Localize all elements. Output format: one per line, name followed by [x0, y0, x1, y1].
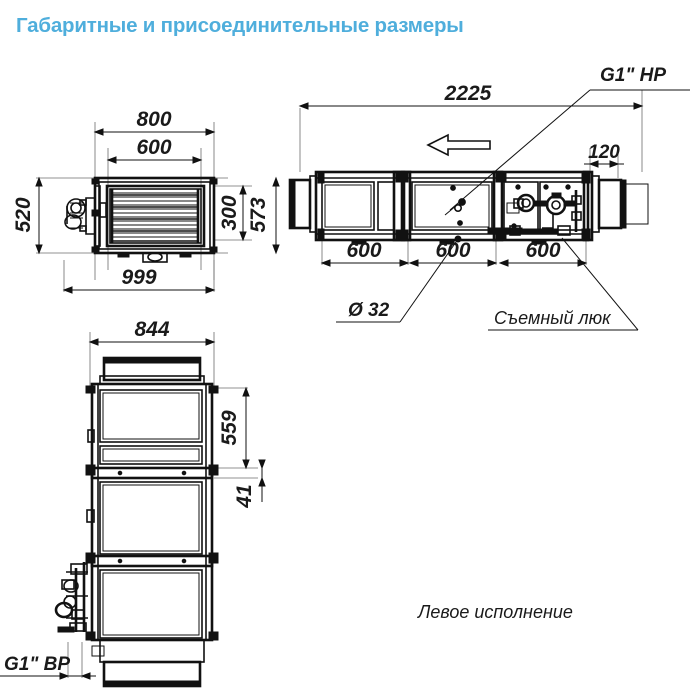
dimension-41-label: 41: [233, 484, 256, 508]
airflow-arrow: [426, 133, 491, 157]
dimension-844-label: 844: [134, 318, 169, 341]
callout-diameter-32-label: Ø 32: [348, 300, 390, 321]
dimension-844: 844: [88, 318, 216, 346]
dimension-520-label: 520: [12, 197, 35, 232]
dimension-300: 300: [218, 184, 247, 242]
callout-removable-hatch-label: Съемный люк: [494, 308, 612, 328]
callout-g1-nr: G1" НР: [444, 65, 690, 216]
dimension-2225-label: 2225: [444, 82, 492, 105]
callout-g1-vr-label: G1" ВР: [4, 654, 70, 675]
dimension-600-top-label: 600: [136, 136, 171, 159]
callout-removable-hatch: Съемный люк: [488, 237, 639, 331]
dimension-559: 559: [218, 386, 250, 470]
note-execution-label: Левое исполнение: [417, 602, 573, 622]
valve-assembly-top: [64, 197, 95, 235]
callout-diameter-32: Ø 32: [336, 235, 462, 323]
unit-body-side-view: [288, 170, 649, 245]
dimension-999: 999: [62, 266, 216, 294]
dimension-999-label: 999: [121, 266, 156, 289]
dimension-600-bottom-1: 600: [320, 239, 410, 267]
dimension-520: 520: [12, 176, 43, 255]
page-title: Габаритные и присоединительные размеры: [16, 14, 464, 37]
dimension-2225: 2225: [298, 82, 644, 110]
fin-block: [105, 184, 206, 248]
dimension-600-top: 600: [106, 136, 203, 164]
dimension-300-label: 300: [218, 195, 241, 230]
dimension-559-label: 559: [218, 410, 241, 445]
unit-body-front-view: [54, 356, 219, 688]
dimension-120: 120: [584, 142, 624, 168]
callout-g1-nr-label: G1" НР: [600, 65, 666, 86]
dimension-600-bottom-1-label: 600: [346, 239, 381, 262]
dimension-600-bottom-3: 600: [498, 239, 588, 267]
callout-g1-vr: G1" ВР: [0, 654, 96, 680]
note-execution: Левое исполнение: [390, 590, 650, 630]
dimension-600-bottom-2-label: 600: [435, 239, 470, 262]
dimension-120-label: 120: [588, 142, 620, 163]
unit-body-top-view: [64, 176, 218, 263]
dimension-800-label: 800: [136, 108, 171, 131]
valve-assembly-front: [54, 562, 88, 633]
dimension-800: 800: [93, 108, 216, 136]
dimension-600-bottom-2: 600: [408, 239, 498, 267]
drawing-side-view: 2225 120 G1" НР: [288, 60, 691, 355]
drawing-front-view: 844 559 41: [0, 310, 290, 700]
dimension-573: 573: [247, 176, 280, 255]
drawing-top-view: 800 600 520 300 573 999: [0, 100, 290, 300]
dimension-573-label: 573: [247, 197, 270, 232]
dimension-41: 41: [233, 459, 266, 509]
dimension-600-bottom-3-label: 600: [525, 239, 560, 262]
